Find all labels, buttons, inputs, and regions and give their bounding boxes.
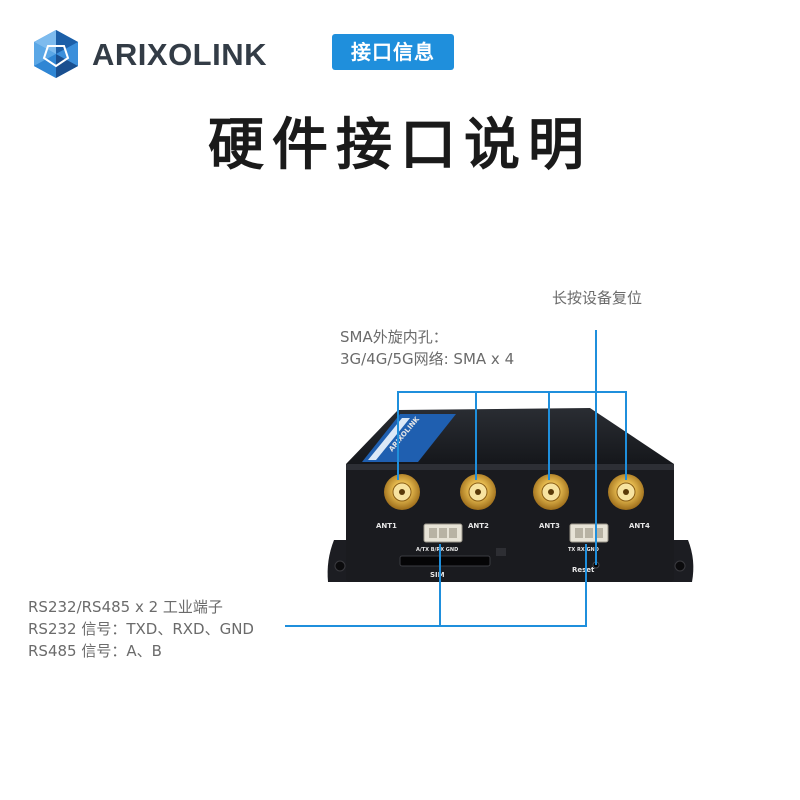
brand-name: ARIXOLINK xyxy=(92,37,267,72)
rs-note-line-3: RS485 信号：A、B xyxy=(28,642,162,660)
page-title: 硬件接口说明 xyxy=(208,113,592,178)
sma-note: SMA外旋内孔： 3G/4G/5G网络: SMA x 4 xyxy=(340,326,514,370)
device-front-panel xyxy=(346,464,674,582)
hexagon-logo-icon xyxy=(34,30,78,78)
reset-note: 长按设备复位 xyxy=(552,287,642,309)
sim-label: SIM xyxy=(430,571,445,579)
terminal-left-label: A/TX B/RX GND xyxy=(416,547,458,553)
sma-connector-ant4 xyxy=(608,474,644,510)
terminal-right-label: TX RX GND xyxy=(568,547,599,553)
ant3-label: ANT3 xyxy=(539,522,560,530)
device-top-label xyxy=(362,414,456,462)
reset-label: Reset xyxy=(572,566,595,574)
rs-note-line-2: RS232 信号：TXD、RXD、GND xyxy=(28,620,254,638)
sma-connector-ant3 xyxy=(533,474,569,510)
section-tag: 接口信息 xyxy=(332,34,454,70)
sma-note-line-2: 3G/4G/5G网络: SMA x 4 xyxy=(340,350,515,368)
ant1-label: ANT1 xyxy=(376,522,397,530)
sma-note-line-1: SMA外旋内孔： xyxy=(340,328,448,346)
rs-note-line-1: RS232/RS485 x 2 工业端子 xyxy=(28,598,223,616)
callout-lines xyxy=(285,330,627,627)
rs-note: RS232/RS485 x 2 工业端子 RS232 信号：TXD、RXD、GN… xyxy=(28,596,254,662)
sma-connector-ant2 xyxy=(460,474,496,510)
reset-note-text: 长按设备复位 xyxy=(552,289,643,307)
sma-connector-ant1 xyxy=(384,474,420,510)
ant2-label: ANT2 xyxy=(468,522,489,530)
ant4-label: ANT4 xyxy=(629,522,650,530)
sim-slot xyxy=(399,555,491,567)
